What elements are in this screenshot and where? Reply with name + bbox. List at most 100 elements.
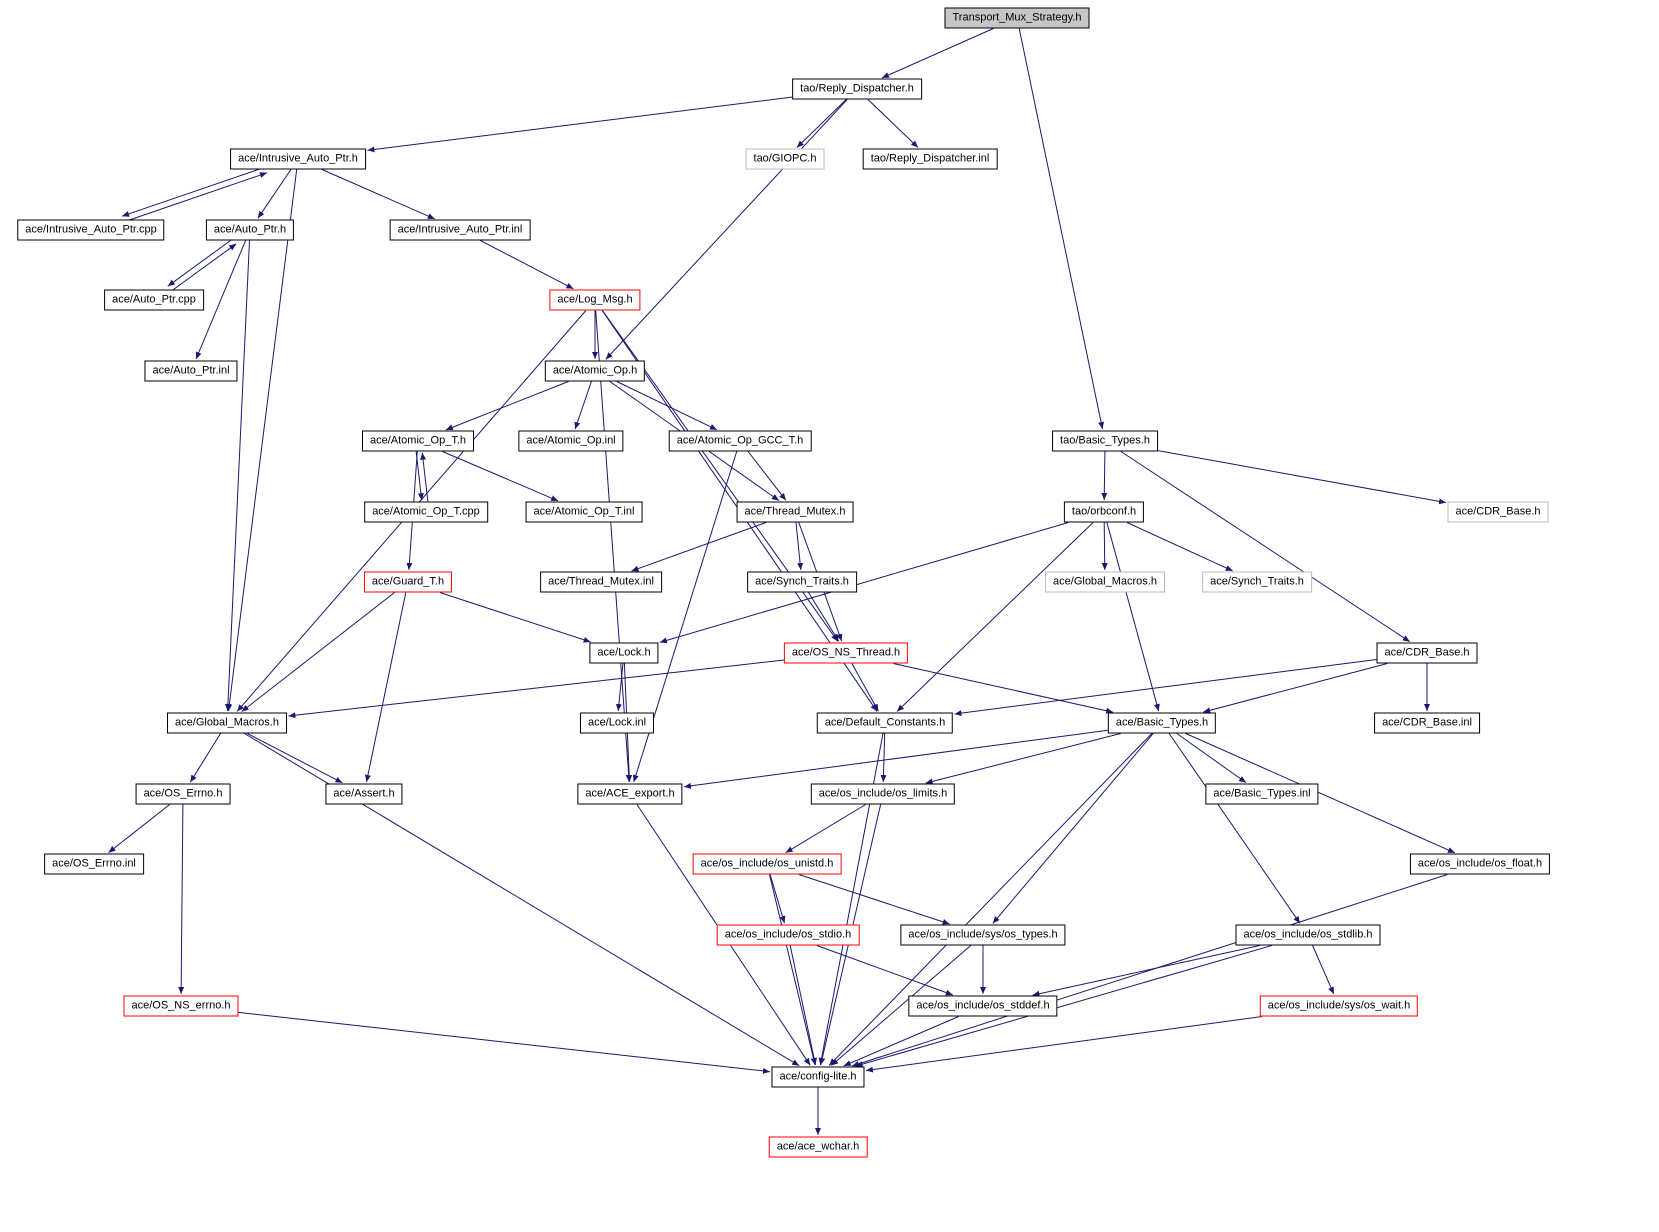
graph-node-synch_traits_w[interactable]: ace/Synch_Traits.h	[747, 571, 857, 593]
edge-reply_dispatcher_h-to-atomic_op_h	[605, 99, 848, 360]
edge-synch_traits_w-to-os_ns_thread	[808, 592, 840, 642]
edge-ace_basic_types-to-sys_os_types	[992, 733, 1154, 924]
edge-atomic_op_h-to-atomic_op_inl	[574, 381, 592, 430]
edge-tao_basic_types-to-orbconf	[1101, 451, 1108, 501]
edge-os_unistd-to-sys_os_types	[798, 874, 950, 925]
edge-cdr_base_h-to-ace_basic_types	[1203, 663, 1388, 714]
edge-default_constants-to-os_limits	[880, 733, 887, 783]
graph-node-os_float[interactable]: ace/os_include/os_float.h	[1409, 853, 1551, 875]
graph-node-os_unistd[interactable]: ace/os_include/os_unistd.h	[692, 853, 842, 875]
graph-node-guard_t[interactable]: ace/Guard_T.h	[363, 571, 453, 593]
edge-sys_os_wait-to-config_lite	[865, 1016, 1263, 1073]
graph-node-os_ns_errno[interactable]: ace/OS_NS_errno.h	[123, 995, 239, 1017]
edge-auto_ptr_h-to-auto_ptr_inl	[195, 240, 247, 360]
graph-node-synch_traits_gray[interactable]: ace/Synch_Traits.h	[1202, 571, 1312, 593]
edge-atomic_op_t_cpp-to-atomic_op_t_h	[420, 452, 429, 502]
edge-os_stdlib-to-sys_os_wait	[1312, 945, 1335, 995]
edge-atomic_op_t_h-to-atomic_op_t_inl	[442, 451, 559, 502]
graph-node-reply_dispatcher_inl[interactable]: tao/Reply_Dispatcher.inl	[862, 148, 998, 170]
graph-node-basic_types_inl[interactable]: ace/Basic_Types.inl	[1205, 783, 1319, 805]
graph-node-cdr_base_inl[interactable]: ace/CDR_Base.inl	[1374, 712, 1480, 734]
graph-node-os_errno_inl[interactable]: ace/OS_Errno.inl	[44, 853, 144, 875]
graph-node-ace_wchar[interactable]: ace/ace_wchar.h	[768, 1136, 868, 1158]
graph-node-os_stddef[interactable]: ace/os_include/os_stddef.h	[908, 995, 1058, 1017]
graph-node-intrusive_auto_ptr_cpp[interactable]: ace/Intrusive_Auto_Ptr.cpp	[17, 219, 165, 241]
graph-node-lock_h[interactable]: ace/Lock.h	[589, 642, 659, 664]
graph-node-orbconf[interactable]: tao/orbconf.h	[1063, 501, 1145, 523]
graph-node-global_macros_gray[interactable]: ace/Global_Macros.h	[1045, 571, 1165, 593]
edge-os_ns_errno-to-config_lite	[238, 1011, 771, 1074]
graph-node-auto_ptr_inl[interactable]: ace/Auto_Ptr.inl	[144, 360, 238, 382]
graph-node-intrusive_auto_ptr_h[interactable]: ace/Intrusive_Auto_Ptr.h	[230, 148, 366, 170]
graph-node-ace_basic_types[interactable]: ace/Basic_Types.h	[1107, 712, 1217, 734]
graph-node-giopc[interactable]: tao/GIOPC.h	[745, 148, 825, 170]
graph-node-atomic_op_t_cpp[interactable]: ace/Atomic_Op_T.cpp	[364, 501, 488, 523]
edge-os_stdlib-to-os_stddef	[1032, 945, 1261, 997]
edge-tao_basic_types-to-cdr_base_gray	[1157, 450, 1447, 505]
graph-node-os_stdio[interactable]: ace/os_include/os_stdio.h	[716, 924, 860, 946]
graph-node-atomic_op_t_inl[interactable]: ace/Atomic_Op_T.inl	[525, 501, 643, 523]
edge-reply_dispatcher_h-to-giopc	[796, 99, 847, 148]
edge-ace_basic_types-to-config_lite	[828, 733, 1153, 1066]
graph-node-default_constants[interactable]: ace/Default_Constants.h	[816, 712, 954, 734]
edge-os_stdlib-to-config_lite	[855, 945, 1272, 1068]
graph-node-auto_ptr_h[interactable]: ace/Auto_Ptr.h	[205, 219, 295, 241]
edge-orbconf-to-lock_h	[659, 522, 1069, 644]
graph-node-cdr_base_gray[interactable]: ace/CDR_Base.h	[1447, 501, 1549, 523]
graph-node-os_ns_thread[interactable]: ace/OS_NS_Thread.h	[783, 642, 909, 664]
edge-global_macros-to-os_errno_h	[189, 733, 221, 783]
graph-node-tao_basic_types[interactable]: tao/Basic_Types.h	[1052, 430, 1158, 452]
edge-intrusive_auto_ptr_h-to-auto_ptr_h	[257, 169, 292, 219]
graph-node-thread_mutex_h[interactable]: ace/Thread_Mutex.h	[736, 501, 854, 523]
edge-auto_ptr_cpp-to-auto_ptr_h	[169, 243, 237, 293]
edge-intrusive_auto_ptr_inl-to-log_msg	[480, 240, 574, 290]
edge-os_ns_thread-to-global_macros	[288, 659, 785, 719]
graph-node-assert_h[interactable]: ace/Assert.h	[325, 783, 403, 805]
edge-os_stddef-to-config_lite	[843, 1016, 959, 1067]
edge-os_float-to-config_lite	[851, 874, 1448, 1067]
edge-thread_mutex_h-to-synch_traits_w	[795, 522, 804, 571]
graph-node-reply_dispatcher_h[interactable]: tao/Reply_Dispatcher.h	[792, 78, 922, 100]
edge-sys_os_types-to-config_lite	[830, 945, 972, 1066]
edge-orbconf-to-ace_basic_types	[1106, 522, 1160, 712]
edge-tao_basic_types-to-cdr_base_h	[1120, 451, 1411, 643]
graph-node-sys_os_types[interactable]: ace/os_include/sys/os_types.h	[900, 924, 1066, 946]
edge-auto_ptr_h-to-global_macros	[224, 240, 250, 712]
graph-node-os_limits[interactable]: ace/os_include/os_limits.h	[810, 783, 956, 805]
graph-node-sys_os_wait[interactable]: ace/os_include/sys/os_wait.h	[1259, 995, 1419, 1017]
edge-intrusive_auto_ptr_h-to-intrusive_auto_ptr_cpp	[121, 166, 267, 217]
graph-node-lock_inl[interactable]: ace/Lock.inl	[579, 712, 655, 734]
edge-log_msg-to-ace_export	[595, 310, 632, 783]
edge-os_unistd-to-config_lite	[769, 874, 817, 1066]
graph-node-intrusive_auto_ptr_inl[interactable]: ace/Intrusive_Auto_Ptr.inl	[389, 219, 531, 241]
edge-guard_t-to-assert_h	[364, 592, 407, 783]
edge-guard_t-to-global_macros	[241, 592, 395, 712]
edge-os_ns_thread-to-default_constants	[851, 663, 879, 712]
edge-orbconf-to-global_macros_gray	[1101, 522, 1108, 571]
graph-node-global_macros[interactable]: ace/Global_Macros.h	[167, 712, 287, 734]
edge-intrusive_auto_ptr_h-to-intrusive_auto_ptr_inl	[321, 169, 435, 220]
graph-node-ace_export[interactable]: ace/ACE_export.h	[577, 783, 683, 805]
edge-ace_basic_types-to-basic_types_inl	[1176, 733, 1247, 784]
graph-node-os_stdlib[interactable]: ace/os_include/os_stdlib.h	[1235, 924, 1381, 946]
graph-node-auto_ptr_cpp[interactable]: ace/Auto_Ptr.cpp	[104, 289, 204, 311]
graph-node-atomic_op_h[interactable]: ace/Atomic_Op.h	[544, 360, 646, 382]
graph-node-atomic_op_t_h[interactable]: ace/Atomic_Op_T.h	[362, 430, 474, 452]
graph-node-atomic_op_gcc[interactable]: ace/Atomic_Op_GCC_T.h	[668, 430, 812, 452]
edge-ace_basic_types-to-ace_export	[683, 729, 1109, 789]
edge-os_stdio-to-os_stddef	[816, 945, 953, 996]
graph-node-thread_mutex_inl[interactable]: ace/Thread_Mutex.inl	[540, 571, 662, 593]
edge-transport_mux_strategy-to-tao_basic_types	[1018, 28, 1105, 430]
edge-atomic_op_h-to-atomic_op_t_h	[445, 381, 569, 431]
edge-os_errno_h-to-os_ns_errno	[178, 804, 185, 995]
edge-ace_basic_types-to-os_limits	[925, 733, 1121, 785]
edge-ace_basic_types-to-os_stdlib	[1168, 733, 1301, 924]
edge-transport_mux_strategy-to-reply_dispatcher_h	[881, 28, 994, 79]
graph-node-config_lite[interactable]: ace/config-lite.h	[771, 1066, 865, 1088]
graph-node-os_errno_h[interactable]: ace/OS_Errno.h	[135, 783, 231, 805]
edge-global_macros-to-assert_h	[247, 733, 343, 784]
graph-node-cdr_base_h[interactable]: ace/CDR_Base.h	[1376, 642, 1478, 664]
edge-cdr_base_h-to-default_constants	[954, 659, 1377, 717]
graph-node-atomic_op_inl[interactable]: ace/Atomic_Op.inl	[518, 430, 624, 452]
graph-node-log_msg[interactable]: ace/Log_Msg.h	[549, 289, 641, 311]
